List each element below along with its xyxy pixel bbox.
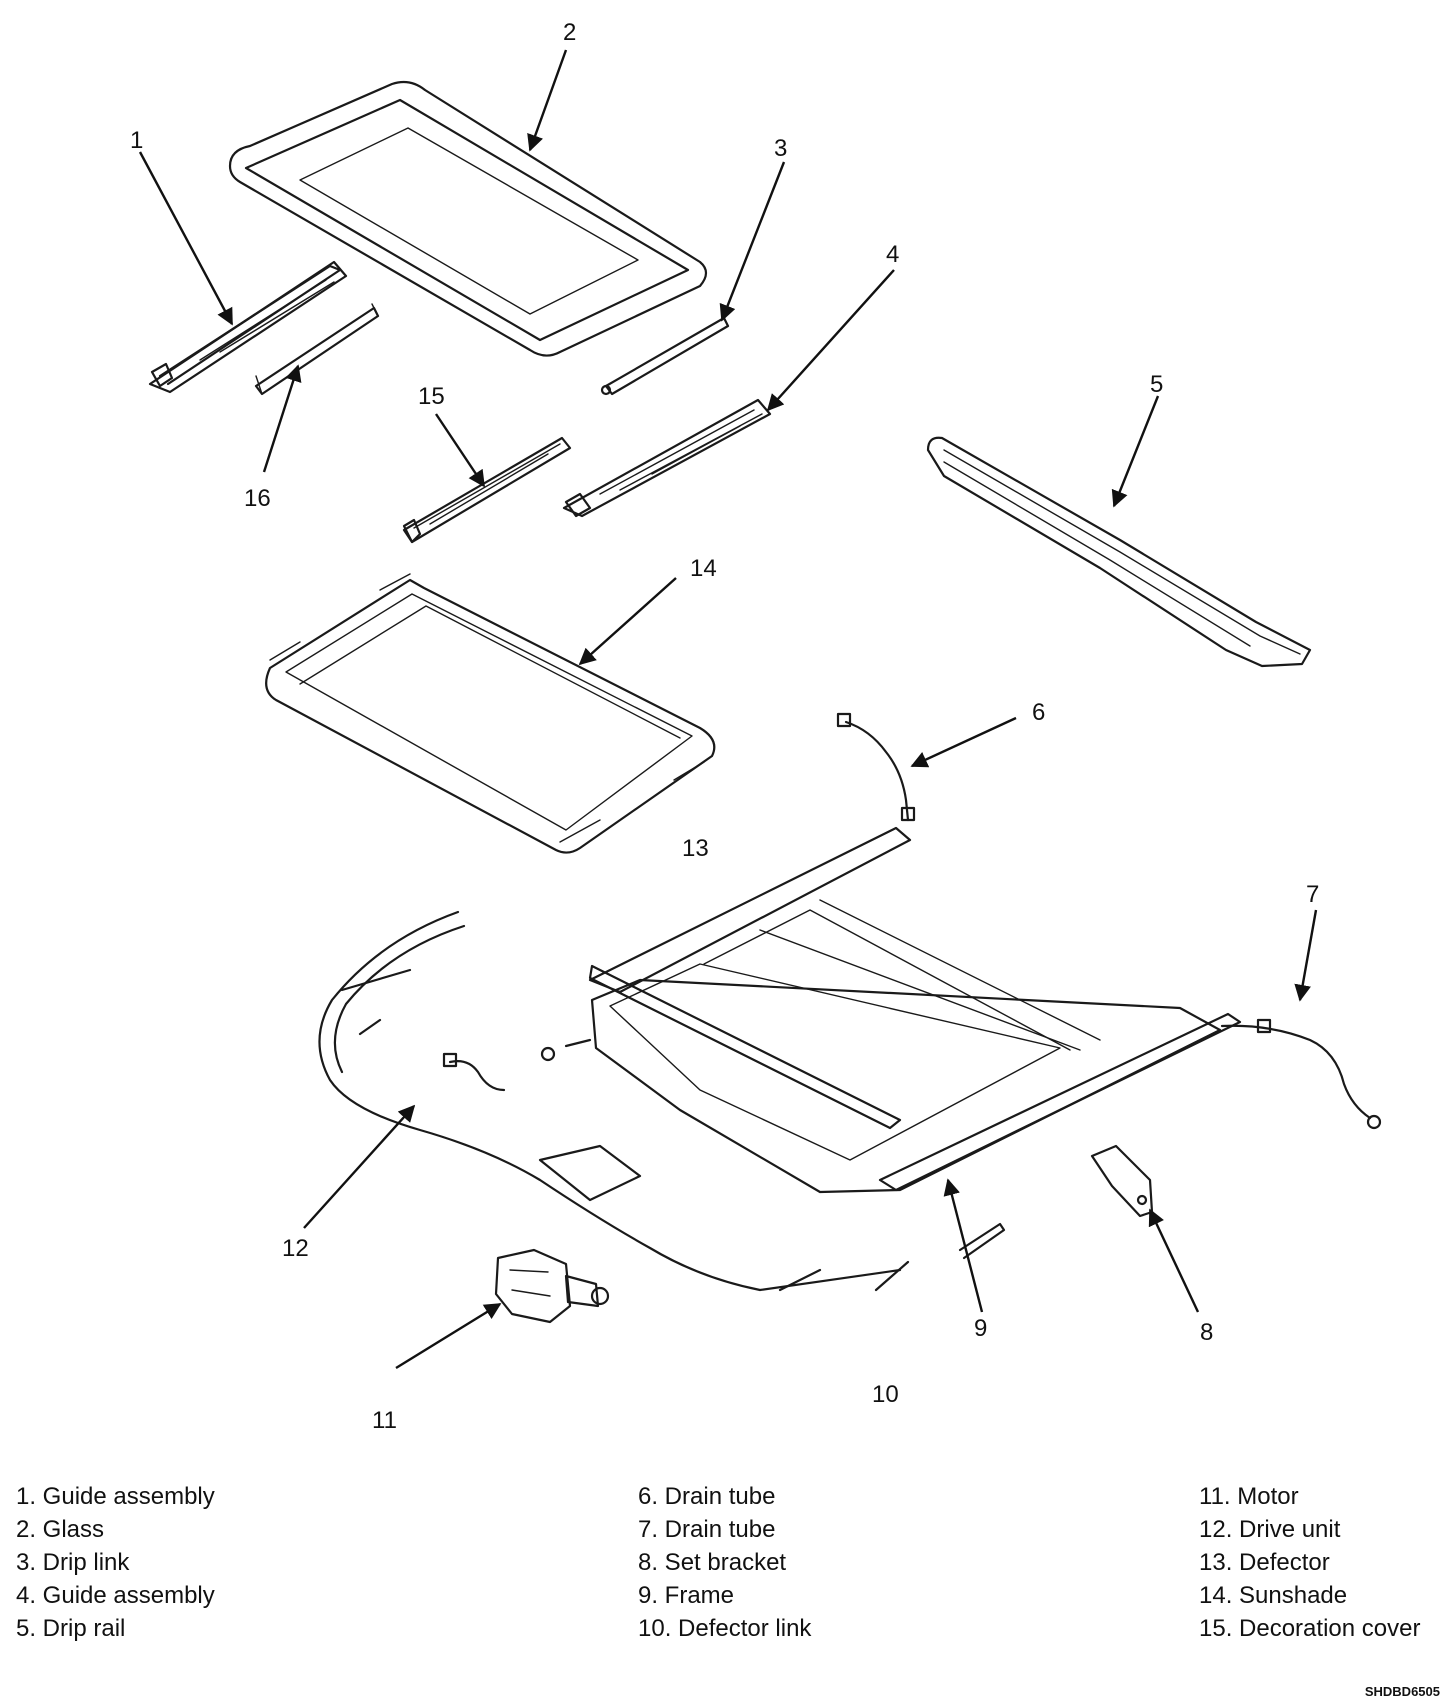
- callout-9: 9: [974, 1315, 987, 1342]
- callout-15: 15: [418, 383, 445, 410]
- callout-7: 7: [1306, 881, 1319, 908]
- callout-14: 14: [690, 555, 717, 582]
- legend-item: 15. Decoration cover: [1199, 1615, 1421, 1642]
- drive-unit-part: [318, 910, 1006, 1292]
- set-bracket-part: [1090, 1144, 1154, 1218]
- callout-11: 11: [372, 1407, 397, 1434]
- legend-item: 13. Defector: [1199, 1549, 1330, 1576]
- defector-link-part: [442, 1038, 592, 1092]
- guide-assembly-right-part: [562, 398, 772, 518]
- legend-item: 11. Motor: [1199, 1483, 1299, 1510]
- decoration-cover-part: [402, 436, 572, 544]
- legend-item: 4. Guide assembly: [16, 1582, 215, 1609]
- legend-item: 5. Drip rail: [16, 1615, 126, 1642]
- legend-column-2: 6. Drain tube 7. Drain tube 8. Set brack…: [638, 1480, 811, 1645]
- guide-assembly-left-part: [148, 260, 348, 394]
- legend-item: 9. Frame: [638, 1582, 735, 1609]
- legend-item: 7. Drain tube: [638, 1516, 776, 1543]
- legend-item: 3. Drip link: [16, 1549, 130, 1576]
- legend-item: 10. Defector link: [638, 1615, 812, 1642]
- callout-3: 3: [774, 135, 787, 162]
- leader-lines: [138, 49, 1318, 1370]
- callout-4: 4: [886, 241, 899, 268]
- figure-code: SHDBD6505: [1364, 1684, 1440, 1699]
- legend-item: 2. Glass: [16, 1516, 105, 1543]
- legend-column-1: 1. Guide assembly 2. Glass 3. Drip link …: [16, 1480, 215, 1645]
- decoration-strip-16-part: [254, 303, 380, 396]
- legend-item: 8. Set bracket: [638, 1549, 787, 1576]
- motor-part: [494, 1248, 610, 1324]
- drip-link-part: [600, 316, 730, 396]
- frame-part: [588, 826, 1242, 1194]
- callout-16: 16: [244, 485, 271, 512]
- drain-tube-6-part: [836, 712, 916, 822]
- sunshade-part: [265, 573, 716, 854]
- callout-10: 10: [872, 1381, 899, 1408]
- callout-13: 13: [682, 835, 709, 862]
- drip-rail-part: [926, 436, 1312, 668]
- drain-tube-7-part: [1220, 1018, 1382, 1130]
- glass-part: [228, 80, 708, 357]
- callout-5: 5: [1150, 371, 1163, 398]
- callout-8: 8: [1200, 1319, 1213, 1346]
- callout-12: 12: [282, 1235, 309, 1262]
- legend-column-3: 11. Motor 12. Drive unit 13. Defector 14…: [1199, 1480, 1420, 1645]
- callout-2: 2: [563, 19, 576, 46]
- callout-6: 6: [1032, 699, 1045, 726]
- legend-item: 12. Drive unit: [1199, 1516, 1341, 1543]
- legend-item: 1. Guide assembly: [16, 1483, 215, 1510]
- legend-item: 14. Sunshade: [1199, 1582, 1348, 1609]
- legend-item: 6. Drain tube: [638, 1483, 776, 1510]
- callout-1: 1: [130, 127, 143, 154]
